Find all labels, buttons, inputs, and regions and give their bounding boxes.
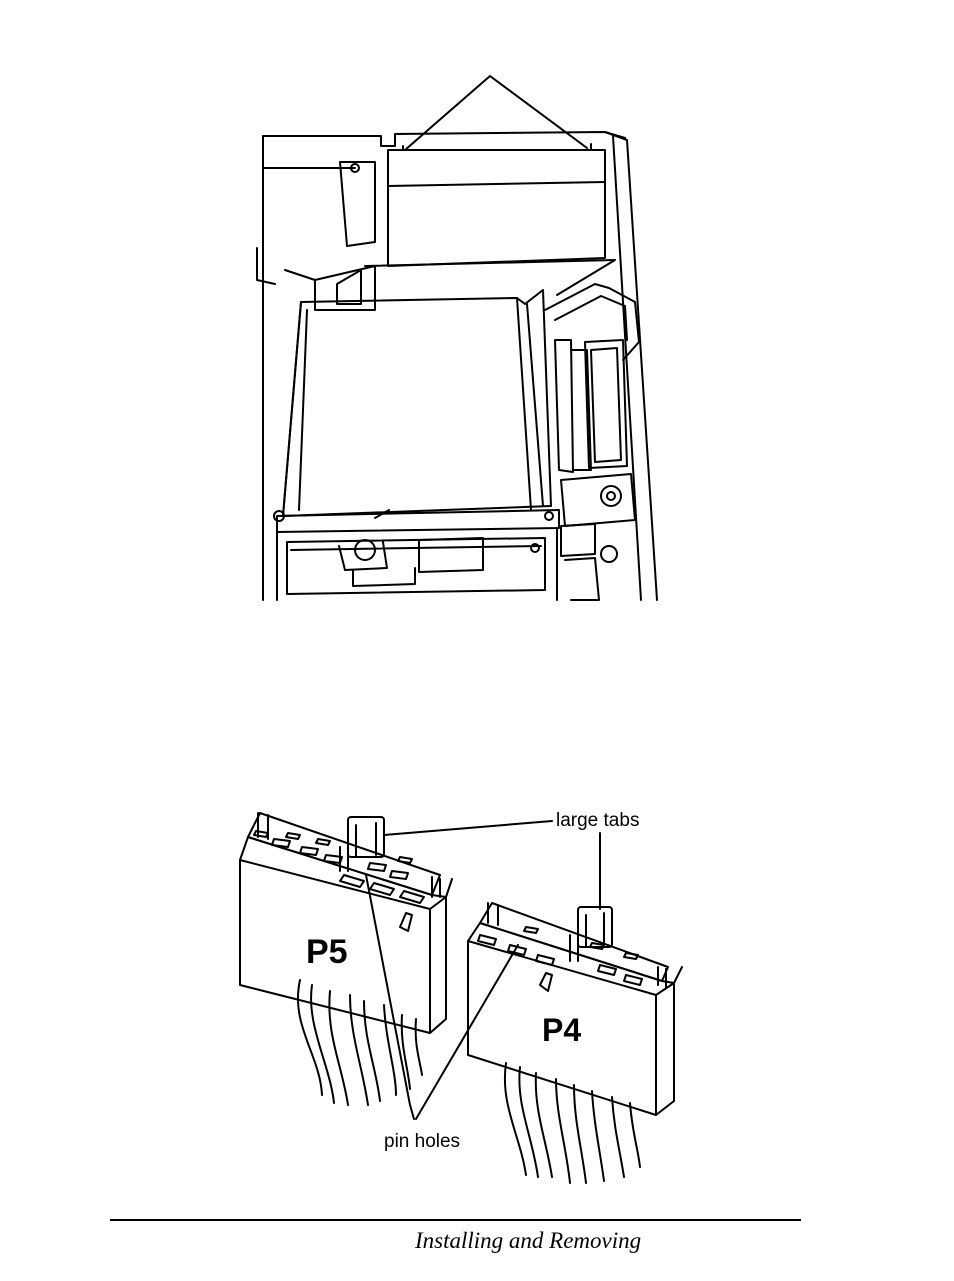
footer-divider [110, 1219, 801, 1221]
connector-p4-label: P4 [542, 1012, 581, 1048]
footer-section-title: Installing and Removing [415, 1228, 641, 1254]
power-connectors-illustration: P5 P4 [230, 805, 700, 1190]
large-tabs-label: large tabs [556, 810, 639, 832]
pin-holes-label: pin holes [384, 1131, 460, 1153]
connector-p5: P5 [240, 813, 452, 1105]
drive-bay-illustration [255, 70, 665, 605]
connector-p5-label: P5 [306, 933, 348, 971]
connector-p4: P4 [468, 903, 682, 1183]
